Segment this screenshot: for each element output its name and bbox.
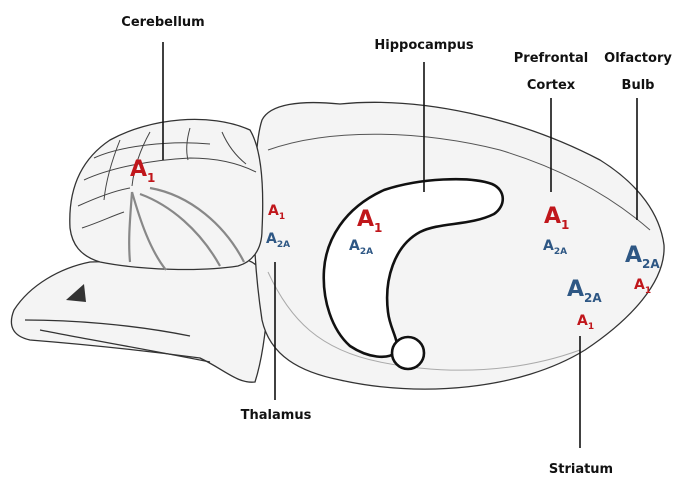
hippocampus-label: Hippocampus [374,38,473,53]
cerebellum-label: Cerebellum [121,15,204,30]
thalamus-label: Thalamus [241,408,312,423]
cerebrum-outline [254,102,664,389]
prefrontal-label-line2: Cortex [527,78,576,93]
olfactory-label-line1: Olfactory [604,51,672,66]
brain-outline [11,102,664,389]
cerebellum-outline [70,119,263,269]
prefrontal-label-line1: Prefrontal [514,51,588,66]
striatum-label: Striatum [549,462,613,477]
hippocampus-node [392,337,424,369]
olfactory-label-line2: Bulb [622,78,655,93]
